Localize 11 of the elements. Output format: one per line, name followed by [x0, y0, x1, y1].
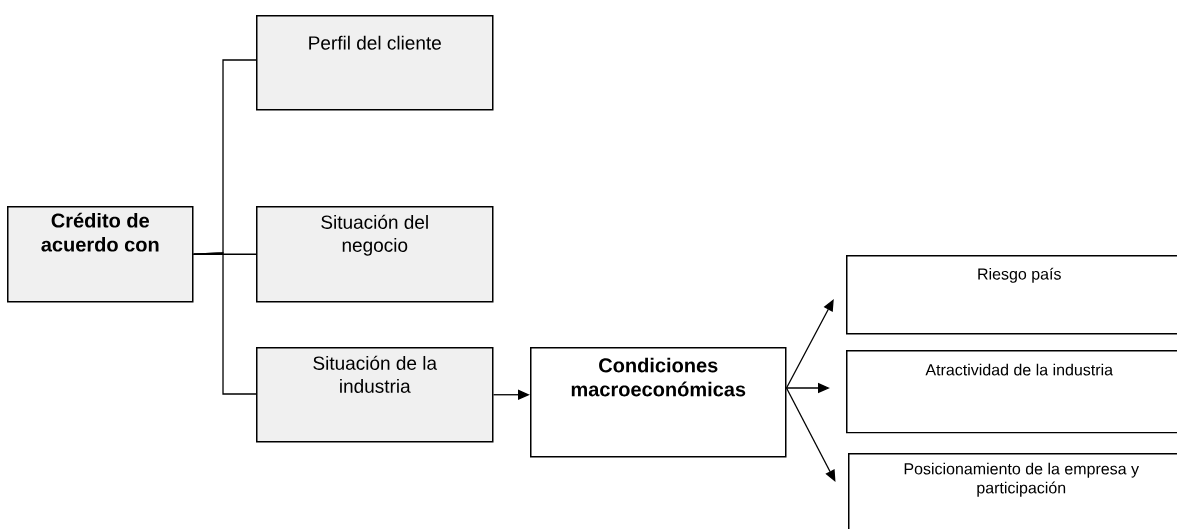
process-box: Crédito de acuerdo con: [7, 206, 194, 303]
process-box: Perfil del cliente: [256, 15, 494, 111]
process-box: Situación del negocio: [256, 206, 494, 303]
process-box: Riesgo país: [846, 255, 1177, 335]
arrow: [785, 387, 836, 482]
process-box: Condiciones macroeconómicas: [530, 347, 787, 458]
process-box: Posicionamiento de la empresa y participación: [848, 453, 1177, 529]
process-box: Atractividad de la industria: [846, 350, 1177, 434]
connector-line: [192, 252, 257, 395]
process-box: Situación de la industria: [256, 347, 494, 443]
arrow: [785, 299, 834, 389]
